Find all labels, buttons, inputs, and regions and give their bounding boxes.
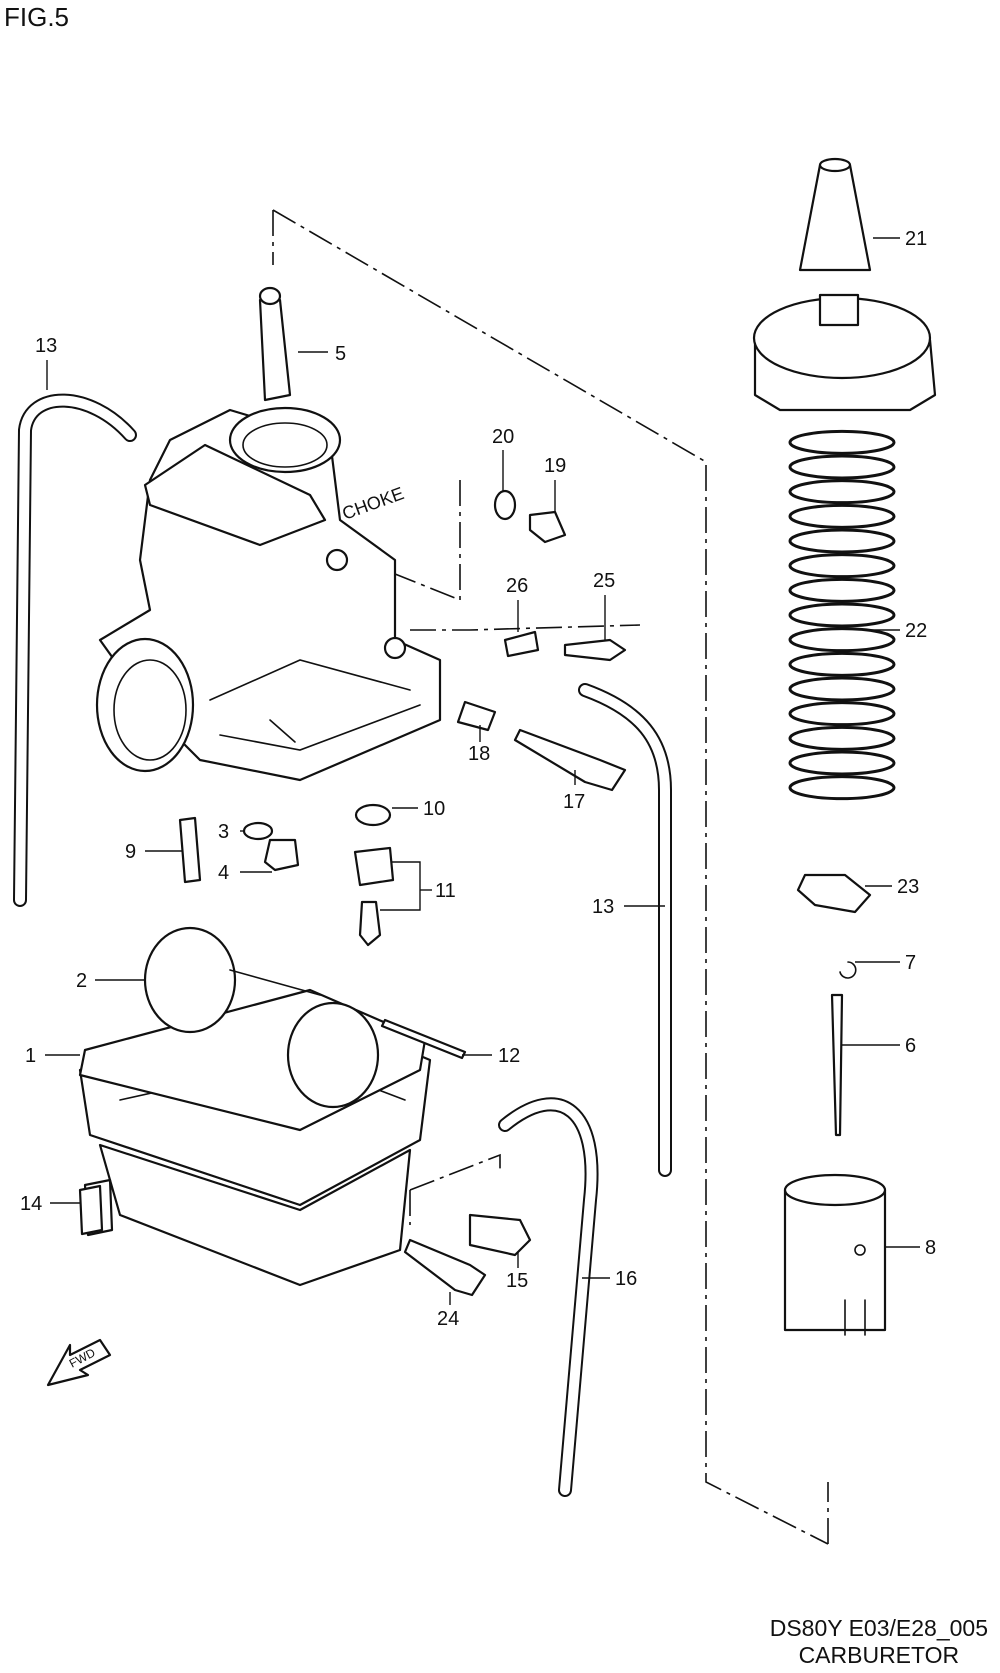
spring-coil bbox=[788, 775, 896, 801]
callout-11: 11 bbox=[435, 880, 456, 902]
spring-coil bbox=[788, 454, 896, 480]
callout-25: 25 bbox=[593, 570, 615, 592]
fwd-arrow: FWD bbox=[46, 1338, 112, 1387]
footer-title: CARBURETOR bbox=[798, 1642, 960, 1668]
leader-lines bbox=[45, 237, 920, 1305]
footer-code: DS80Y E03/E28_005 bbox=[769, 1615, 988, 1641]
spring-coil bbox=[788, 701, 896, 727]
callout-6: 6 bbox=[905, 1035, 916, 1057]
spring-coil bbox=[788, 553, 896, 579]
callout-9: 9 bbox=[125, 841, 136, 863]
part-vent-tube-right-inner bbox=[580, 685, 670, 1175]
part-washer-10 bbox=[354, 803, 392, 827]
spring-coil bbox=[788, 429, 896, 455]
svg-text:CHOKE: CHOKE bbox=[340, 483, 407, 524]
callout-1: 1 bbox=[25, 1045, 36, 1067]
spring-coil bbox=[788, 503, 896, 529]
part-plate bbox=[468, 1213, 532, 1257]
part-clip-plate bbox=[796, 873, 872, 914]
part-vent-tube-left-inner bbox=[15, 395, 135, 905]
diagram-footer: DS80Y E03/E28_005 CARBURETOR bbox=[770, 1615, 988, 1669]
callout-4: 4 bbox=[218, 862, 229, 884]
callout-12: 12 bbox=[498, 1045, 520, 1067]
callout-2: 2 bbox=[76, 970, 87, 992]
spring-coil bbox=[788, 627, 896, 653]
part-throttle-spring bbox=[788, 429, 896, 801]
figure-label: FIG.5 bbox=[4, 2, 70, 32]
callout-24: 24 bbox=[437, 1308, 459, 1330]
part-drain-tube-inner bbox=[500, 1099, 597, 1495]
callout-15: 15 bbox=[506, 1270, 528, 1292]
callout-18: 18 bbox=[468, 743, 490, 765]
part-screw-14 bbox=[78, 1184, 104, 1236]
callout-26: 26 bbox=[506, 575, 528, 597]
part-throttle-valve bbox=[783, 1173, 887, 1336]
part-cap-boot bbox=[798, 157, 872, 272]
spring-coil bbox=[788, 651, 896, 677]
part-jet-4 bbox=[263, 838, 300, 872]
assembly-guide-lines bbox=[272, 209, 829, 1545]
part-screw-17 bbox=[513, 728, 627, 792]
callout-13-right: 13 bbox=[592, 896, 614, 918]
part-screw-25 bbox=[563, 638, 627, 662]
part-spring-26 bbox=[503, 630, 540, 658]
part-spring-18 bbox=[456, 700, 497, 732]
part-float bbox=[143, 926, 380, 1109]
callout-3: 3 bbox=[218, 821, 229, 843]
part-top-cap bbox=[752, 293, 937, 412]
part-choke-plunger bbox=[258, 286, 292, 402]
part-jet-needle bbox=[830, 993, 844, 1137]
part-float-pin bbox=[380, 1018, 467, 1060]
carburetor-body: CHOKE bbox=[95, 406, 442, 782]
part-washer-3 bbox=[242, 821, 274, 841]
callout-22: 22 bbox=[905, 620, 927, 642]
callout-21: 21 bbox=[905, 228, 927, 250]
callout-10: 10 bbox=[423, 798, 445, 820]
callout-16: 16 bbox=[615, 1268, 637, 1290]
callout-8: 8 bbox=[925, 1237, 936, 1259]
part-needle-valve-seat bbox=[353, 846, 395, 887]
callout-14: 14 bbox=[20, 1193, 42, 1215]
callout-23: 23 bbox=[897, 876, 919, 898]
spring-coil bbox=[788, 602, 896, 628]
part-needle-valve bbox=[358, 900, 382, 947]
callout-labels: 1 2 3 4 5 6 7 8 9 10 11 12 13 13 14 15 1… bbox=[20, 228, 936, 1330]
spring-coil bbox=[788, 577, 896, 603]
callout-5: 5 bbox=[335, 343, 346, 365]
callout-19: 19 bbox=[544, 455, 566, 477]
part-screw-19 bbox=[528, 510, 567, 544]
spring-coil bbox=[788, 528, 896, 554]
callout-13-left: 13 bbox=[35, 335, 57, 357]
spring-coil bbox=[788, 750, 896, 776]
spring-coil bbox=[788, 676, 896, 702]
callout-20: 20 bbox=[492, 426, 514, 448]
spring-coil bbox=[788, 725, 896, 751]
callout-17: 17 bbox=[563, 791, 585, 813]
spring-coil bbox=[788, 479, 896, 505]
callout-7: 7 bbox=[905, 952, 916, 974]
part-bracket-9 bbox=[178, 816, 202, 884]
part-needle-clip bbox=[839, 961, 857, 979]
part-washer-20 bbox=[493, 489, 517, 521]
part-screw-24 bbox=[403, 1238, 487, 1297]
